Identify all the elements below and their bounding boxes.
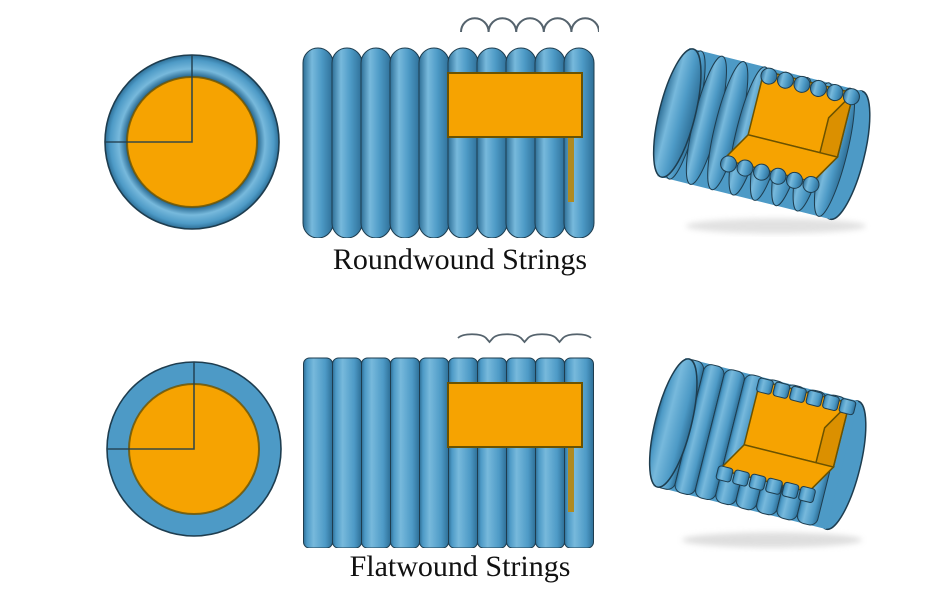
- cylinder-near-cap: [648, 358, 698, 488]
- round-profile-indicator: [460, 17, 599, 33]
- flatwound-label: Flatwound Strings: [349, 550, 571, 583]
- quadrant-lines: [105, 55, 193, 143]
- flatwound-cross-section: [106, 361, 282, 537]
- roundwound-side-view: [302, 17, 599, 238]
- roundwound-cross-section: [104, 54, 280, 230]
- core-edge: [568, 136, 574, 202]
- core-cutaway: [447, 382, 583, 448]
- flatwound-cylinder: [648, 357, 867, 531]
- drop-shadow: [686, 218, 866, 234]
- flatwound-side-view: [303, 333, 594, 548]
- quadrant-lines: [107, 362, 195, 450]
- flatwound-3d-view: [648, 357, 867, 548]
- core-edge: [568, 446, 574, 512]
- core-cutaway: [447, 72, 583, 138]
- cylinder-near-cap: [652, 48, 702, 178]
- roundwound-cylinder: [652, 47, 871, 221]
- flat-profile-indicator: [457, 333, 592, 344]
- roundwound-3d-view: [652, 47, 871, 234]
- roundwound-label: Roundwound Strings: [332, 243, 588, 276]
- drop-shadow: [682, 532, 862, 548]
